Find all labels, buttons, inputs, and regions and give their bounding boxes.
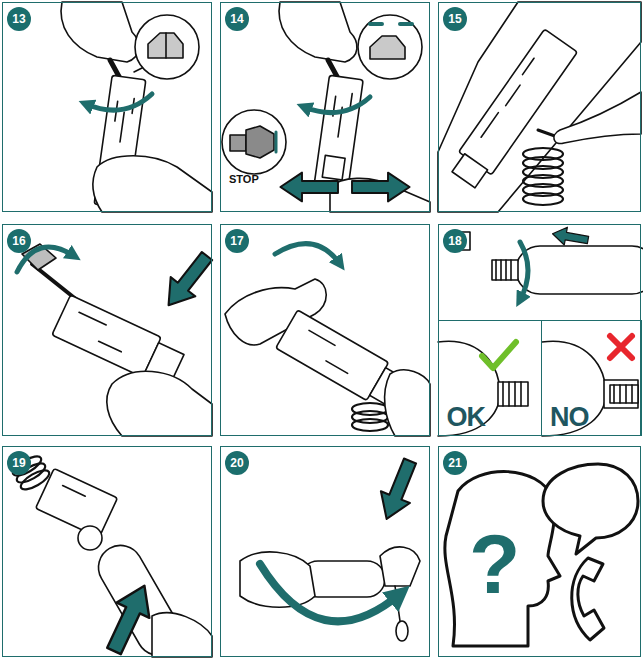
step-panel: 20 [220,446,430,657]
result-panel: NO [541,320,642,436]
step-panel: 21 [438,446,641,657]
step-number: 17 [225,229,249,253]
result-word: NO [550,402,589,433]
step-panel: 18OK NO [438,224,641,436]
question-mark: ? [469,522,520,606]
step-panel: 19 [2,446,212,657]
result-panel: OK [438,320,542,436]
step-panel: 13 [2,2,212,212]
step-number: 20 [225,451,249,475]
stop-mark: STOP [229,174,259,185]
step-number: 21 [443,451,467,475]
step-number: 16 [7,229,31,253]
result-word: OK [447,402,486,433]
step-panel: 16 [2,224,212,436]
step-number: 13 [7,7,31,31]
step-panel: 17 [220,224,430,436]
step-panel: 15 [438,2,641,212]
step-number: 14 [225,7,249,31]
step-number: 19 [7,451,31,475]
step-number: 18 [443,229,467,253]
step-number: 15 [443,7,467,31]
